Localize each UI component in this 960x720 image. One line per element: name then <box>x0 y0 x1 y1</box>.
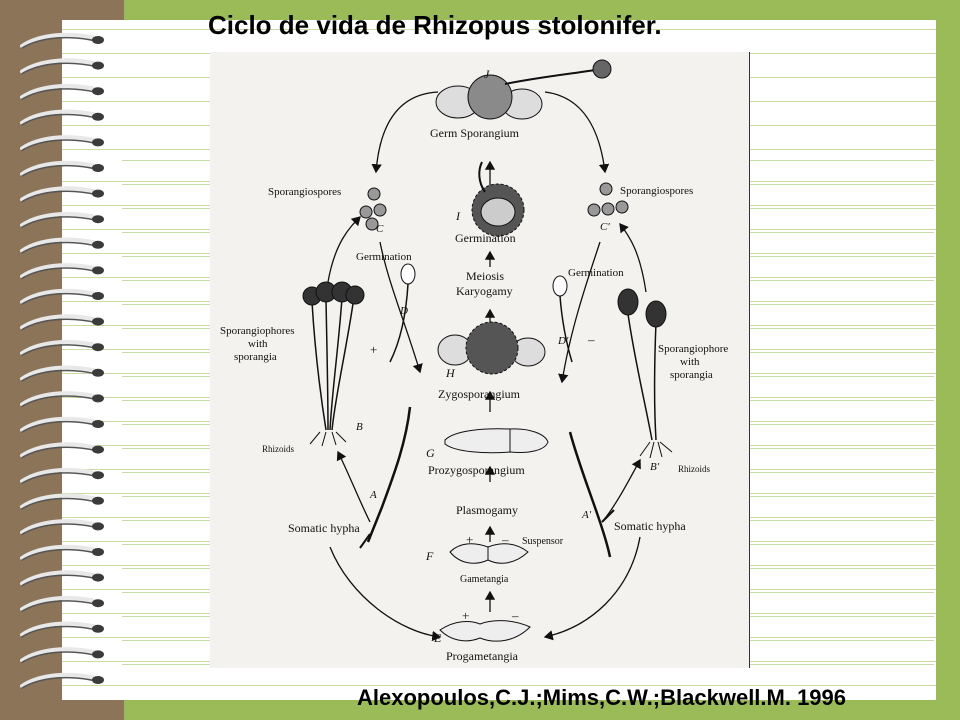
arrow-left-up <box>327 216 361 283</box>
gametangia-plus: + <box>466 532 473 547</box>
label-center-germination: Germination <box>455 231 516 245</box>
label-gametangia: Gametangia <box>460 574 509 585</box>
label-right-somatic-hypha: Somatic hypha <box>614 519 686 533</box>
label-left-sporangiophores-1: Sporangiophores <box>220 325 295 337</box>
progam-plus: + <box>462 608 469 623</box>
arrow-top-right <box>544 91 610 174</box>
label-right-sporangiophores-1: Sporangiophore <box>658 343 728 355</box>
left-somatic-hypha-illustration <box>359 406 412 549</box>
letter-a-prime: A′ <box>581 509 592 521</box>
germinating-zygospore-illustration <box>471 161 525 237</box>
left-sporangiospores-illustration <box>359 187 387 231</box>
arrow-right-up <box>619 222 647 293</box>
label-prozygosporangium: Prozygosporangium <box>428 463 525 477</box>
right-sporangiospores-illustration <box>587 182 629 217</box>
gametangia-minus: – <box>501 532 509 547</box>
life-cycle-figure: J Germ Sporangium I Germination Meiosis … <box>210 52 750 668</box>
arrow-left-germ-down <box>379 241 423 374</box>
letter-g: G <box>426 446 435 460</box>
label-right-sporangiophores-2: with <box>680 356 700 368</box>
progam-minus: – <box>511 608 519 623</box>
prozygosporangium-illustration <box>444 428 549 454</box>
letter-b: B <box>356 421 363 433</box>
label-left-rhizoids: Rhizoids <box>262 444 294 454</box>
slide-title: Ciclo de vida de Rhizopus stolonifer. <box>208 10 662 40</box>
label-progametangia: Progametangia <box>446 649 519 663</box>
arrow-right-to-b <box>601 458 641 523</box>
letter-f: F <box>425 549 434 563</box>
letter-a: A <box>369 489 377 501</box>
label-right-sporangiospores: Sporangiospores <box>620 185 693 197</box>
label-suspensor: Suspensor <box>522 536 564 547</box>
right-minus: – <box>587 332 595 347</box>
label-left-germination: Germination <box>356 251 412 263</box>
label-right-germination: Germination <box>568 267 624 279</box>
letter-h: H <box>445 366 456 380</box>
label-right-sporangiophores-3: sporangia <box>670 369 713 381</box>
label-karyogamy: Karyogamy <box>456 284 513 298</box>
label-right-rhizoids: Rhizoids <box>678 464 710 474</box>
spiral-binding-icon <box>20 32 104 689</box>
arrow-right-germ-down <box>558 241 601 384</box>
letter-i: I <box>455 209 461 223</box>
label-left-sporangiospores: Sporangiospores <box>268 186 341 198</box>
label-germ-sporangium: Germ Sporangium <box>430 126 520 140</box>
life-cycle-diagram: J Germ Sporangium I Germination Meiosis … <box>220 59 728 663</box>
label-left-sporangiophores-3: sporangia <box>234 351 277 363</box>
left-plus: + <box>370 342 377 357</box>
label-plasmogamy: Plasmogamy <box>456 503 518 517</box>
letter-c: C <box>376 223 384 235</box>
label-zygosporangium: Zygosporangium <box>438 387 521 401</box>
letter-d: D <box>399 305 408 317</box>
slide-credit: Alexopoulos,C.J.;Mims,C.W.;Blackwell.M. … <box>357 685 847 710</box>
letter-d-prime: D′ <box>557 335 569 347</box>
label-meiosis: Meiosis <box>466 269 504 283</box>
label-left-somatic-hypha: Somatic hypha <box>288 521 360 535</box>
arrow-left-to-b <box>336 450 371 523</box>
arrow-top-left <box>371 91 439 174</box>
right-sporangiophores-illustration <box>617 288 673 459</box>
letter-b-prime: B′ <box>650 461 660 473</box>
letter-c-prime: C′ <box>600 221 610 233</box>
arrow-left-bottom <box>329 546 442 642</box>
progametangia-illustration <box>439 620 531 642</box>
label-left-sporangiophores-2: with <box>248 338 268 350</box>
letter-j: J <box>484 67 490 81</box>
arrow-right-bottom <box>543 536 641 641</box>
gametangia-illustration <box>449 543 529 564</box>
letter-e: E <box>433 631 442 645</box>
left-sporangiophores-illustration <box>302 281 365 447</box>
right-somatic-hypha-illustration <box>568 431 615 558</box>
germ-sporangium-illustration <box>435 59 612 120</box>
right-germinating-spore-illustration <box>552 275 573 363</box>
left-germinating-spore-illustration <box>389 263 416 363</box>
zygosporangium-illustration <box>437 321 546 375</box>
